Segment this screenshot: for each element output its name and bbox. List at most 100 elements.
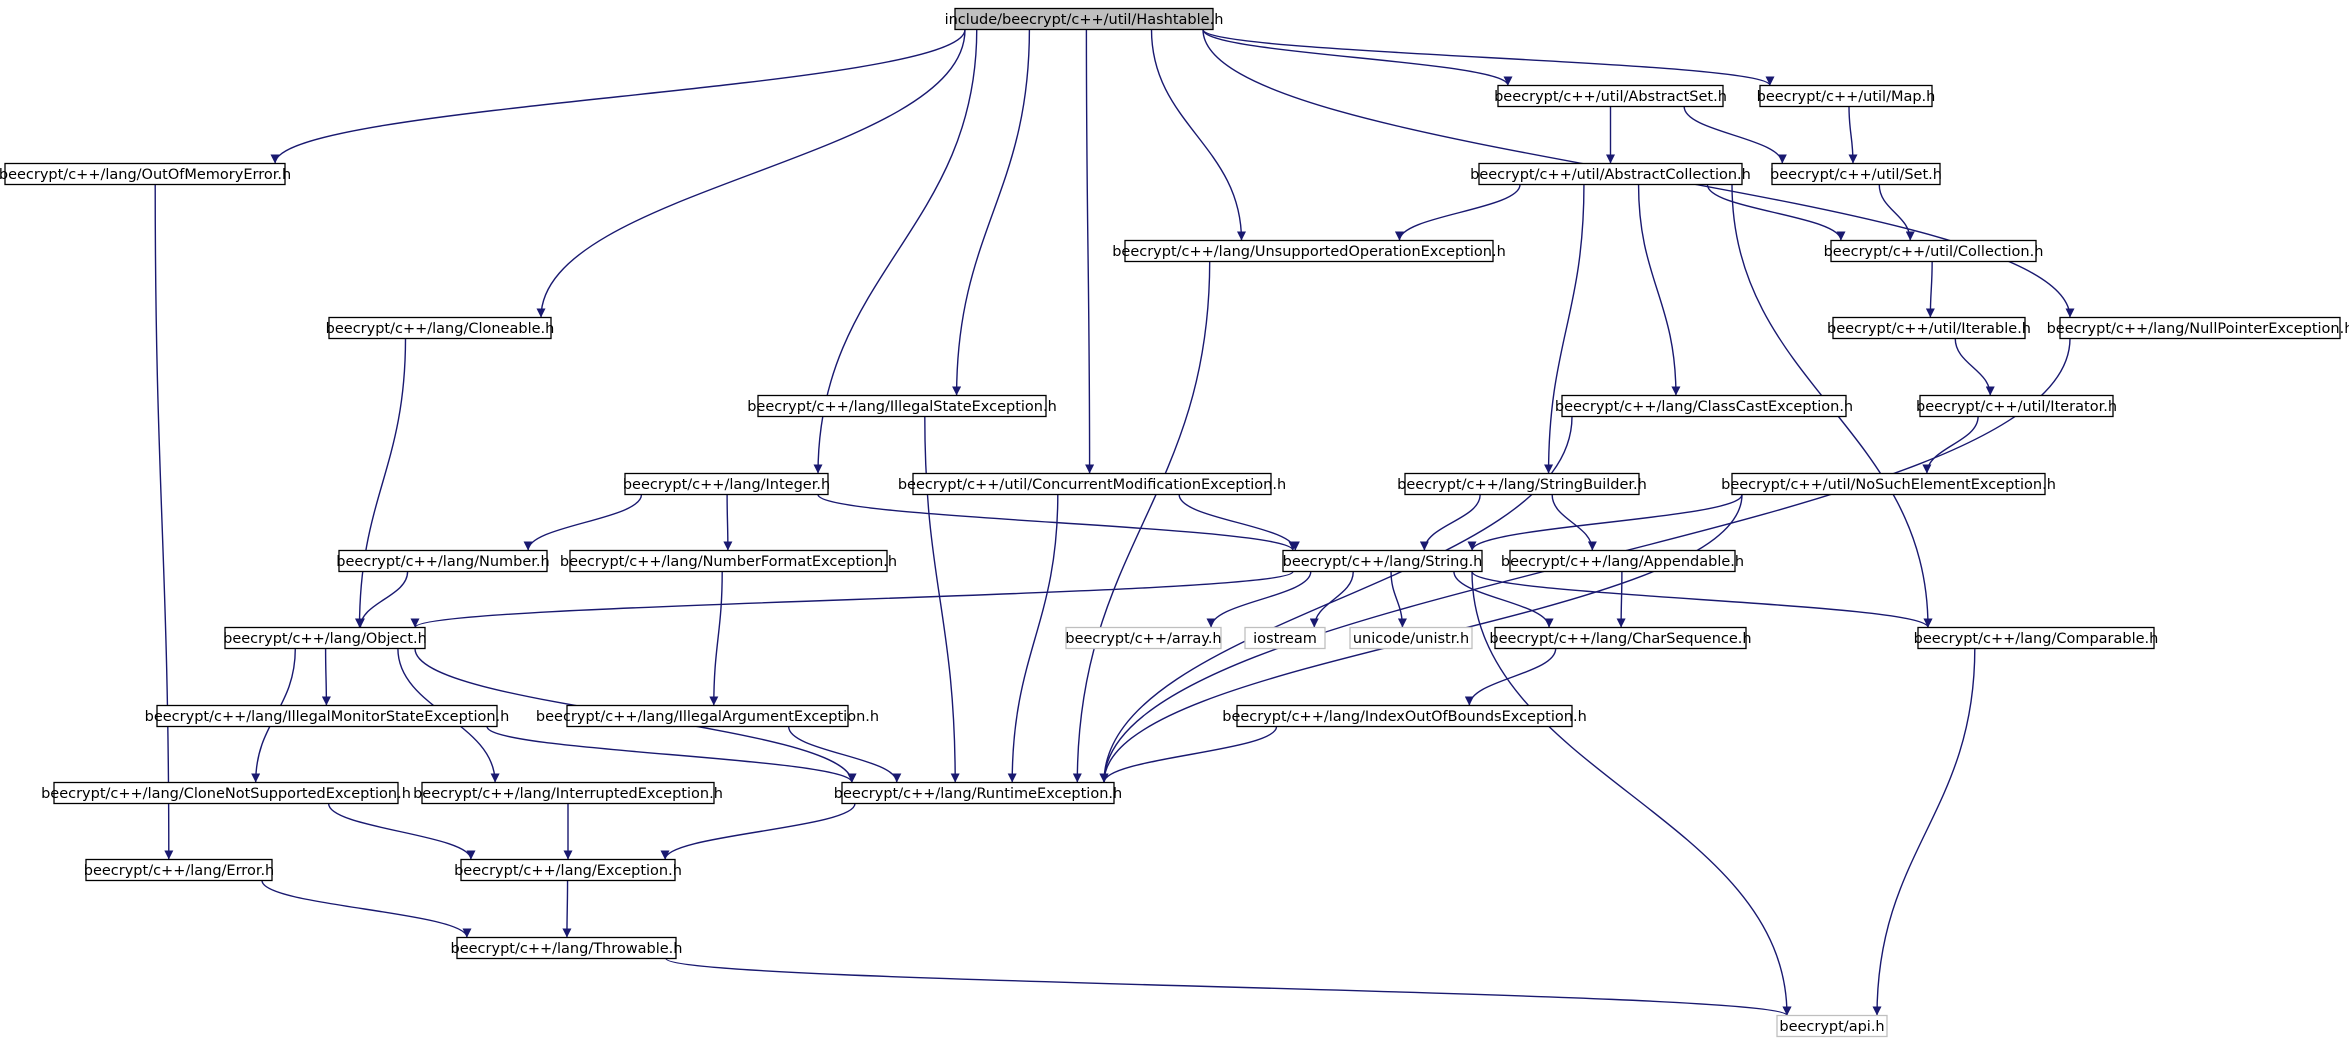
node-box	[1478, 162, 1743, 186]
node-box	[328, 316, 552, 340]
node-label: beecrypt/c++/lang/Object.h	[223, 631, 427, 647]
node-box	[1776, 1014, 1888, 1038]
edge-abstractcoll-to-collection	[1706, 184, 1846, 241]
node-label: beecrypt/c++/util/Collection.h	[1824, 244, 2044, 260]
node-box	[1494, 626, 1747, 650]
node-object[interactable]: beecrypt/c++/lang/Object.h	[223, 626, 427, 650]
edge-abstractcoll-to-classcast	[1637, 184, 1681, 396]
edge-collection-to-iterable	[1925, 261, 1935, 318]
node-iterator[interactable]: beecrypt/c++/util/Iterator.h	[1916, 394, 2117, 418]
edge-exception-to-throwable	[562, 880, 572, 938]
node-box	[1731, 472, 2046, 496]
node-label: iostream	[1253, 631, 1317, 647]
node-illegalarg[interactable]: beecrypt/c++/lang/IllegalArgumentExcepti…	[536, 704, 879, 728]
node-label: beecrypt/c++/lang/Error.h	[84, 863, 275, 879]
node-interrupted[interactable]: beecrypt/c++/lang/InterruptedException.h	[413, 781, 723, 805]
node-nullptr[interactable]: beecrypt/c++/lang/NullPointerException.h	[2047, 316, 2349, 340]
node-box	[1349, 626, 1473, 650]
edge-hashtable-to-oom	[270, 29, 966, 164]
node-stringbuilder[interactable]: beecrypt/c++/lang/StringBuilder.h	[1397, 472, 1647, 496]
node-box	[1919, 394, 2114, 418]
node-unsupported[interactable]: beecrypt/c++/lang/UnsupportedOperationEx…	[1112, 239, 1506, 263]
node-appendable[interactable]: beecrypt/c++/lang/Appendable.h	[1501, 549, 1744, 573]
node-set[interactable]: beecrypt/c++/util/Set.h	[1770, 162, 1942, 186]
node-abstractcoll[interactable]: beecrypt/c++/util/AbstractCollection.h	[1470, 162, 1751, 186]
node-label: beecrypt/c++/lang/OutOfMemoryError.h	[0, 167, 291, 183]
node-label: beecrypt/c++/lang/IllegalArgumentExcepti…	[536, 709, 879, 725]
node-illegalstate[interactable]: beecrypt/c++/lang/IllegalStateException.…	[747, 394, 1057, 418]
edge-cloneable-to-object	[355, 338, 407, 628]
edge-hashtable-to-unsupported	[1150, 29, 1246, 241]
edge-integer-to-string	[817, 493, 1298, 552]
edge-iterator-to-nosuch	[1922, 416, 1979, 474]
dependency-edges	[154, 28, 2075, 1017]
edge-illegalstate-to-runtime	[924, 416, 960, 783]
node-runtime[interactable]: beecrypt/c++/lang/RuntimeException.h	[834, 781, 1122, 805]
node-throwable[interactable]: beecrypt/c++/lang/Throwable.h	[451, 936, 683, 960]
node-label: include/beecrypt/c++/util/Hashtable.h	[945, 12, 1224, 28]
node-map[interactable]: beecrypt/c++/util/Map.h	[1757, 84, 1936, 108]
node-concurrent[interactable]: beecrypt/c++/util/ConcurrentModification…	[898, 472, 1286, 496]
node-box	[1404, 472, 1640, 496]
edge-unsupported-to-runtime	[1072, 261, 1211, 783]
node-box	[566, 704, 849, 728]
node-nosuch[interactable]: beecrypt/c++/util/NoSuchElementException…	[1721, 472, 2056, 496]
node-label: beecrypt/c++/lang/Cloneable.h	[326, 321, 555, 337]
node-clonenot[interactable]: beecrypt/c++/lang/CloneNotSupportedExcep…	[41, 781, 411, 805]
node-box	[460, 858, 676, 882]
edge-concurrent-to-runtime	[1007, 494, 1059, 783]
edge-string-to-array	[1206, 571, 1312, 628]
node-label: beecrypt/c++/lang/Appendable.h	[1501, 554, 1744, 570]
node-box	[156, 704, 498, 728]
node-box	[624, 472, 829, 496]
node-label: beecrypt/c++/lang/String.h	[1283, 554, 1483, 570]
edge-hashtable-to-map	[1202, 28, 1775, 87]
node-unistr: unicode/unistr.h	[1349, 626, 1473, 650]
node-charseq[interactable]: beecrypt/c++/lang/CharSequence.h	[1489, 626, 1752, 650]
node-comparable[interactable]: beecrypt/c++/lang/Comparable.h	[1914, 626, 2159, 650]
node-box	[1497, 84, 1724, 108]
node-cloneable[interactable]: beecrypt/c++/lang/Cloneable.h	[326, 316, 555, 340]
node-numberformat[interactable]: beecrypt/c++/lang/NumberFormatException.…	[560, 549, 897, 573]
node-box	[53, 781, 399, 805]
node-number[interactable]: beecrypt/c++/lang/Number.h	[336, 549, 550, 573]
node-label: beecrypt/c++/lang/NumberFormatException.…	[560, 554, 897, 570]
node-exception[interactable]: beecrypt/c++/lang/Exception.h	[454, 858, 682, 882]
edge-string-to-charseq	[1453, 571, 1554, 628]
node-label: beecrypt/c++/util/Set.h	[1770, 167, 1942, 183]
edge-integer-to-numberformat	[723, 494, 733, 551]
node-box	[569, 549, 888, 573]
edge-set-to-collection	[1878, 184, 1915, 241]
node-api: beecrypt/api.h	[1776, 1014, 1888, 1038]
node-label: beecrypt/c++/lang/Exception.h	[454, 863, 682, 879]
node-label: beecrypt/c++/array.h	[1065, 631, 1221, 647]
node-integer[interactable]: beecrypt/c++/lang/Integer.h	[623, 472, 830, 496]
node-box	[1509, 549, 1736, 573]
node-error[interactable]: beecrypt/c++/lang/Error.h	[84, 858, 275, 882]
node-box	[1236, 704, 1573, 728]
node-iterable[interactable]: beecrypt/c++/util/Iterable.h	[1827, 316, 2031, 340]
node-label: beecrypt/c++/lang/IllegalStateException.…	[747, 399, 1057, 415]
edge-clonenot-to-exception	[327, 803, 476, 860]
node-box	[1065, 626, 1222, 650]
edge-illegalarg-to-runtime	[787, 726, 902, 783]
edge-illegalmonitor-to-runtime	[486, 726, 857, 783]
node-box	[1830, 239, 2037, 263]
edge-string-to-unistr	[1390, 571, 1407, 628]
node-illegalmonitor[interactable]: beecrypt/c++/lang/IllegalMonitorStateExc…	[145, 704, 510, 728]
edge-appendable-to-charseq	[1616, 571, 1626, 628]
node-hashtable[interactable]: include/beecrypt/c++/util/Hashtable.h	[945, 7, 1224, 31]
node-label: beecrypt/c++/lang/UnsupportedOperationEx…	[1112, 244, 1506, 260]
node-box	[954, 7, 1214, 31]
edge-map-to-set	[1848, 106, 1858, 164]
node-oom[interactable]: beecrypt/c++/lang/OutOfMemoryError.h	[0, 162, 291, 186]
node-classcast[interactable]: beecrypt/c++/lang/ClassCastException.h	[1555, 394, 1853, 418]
node-iostream: iostream	[1244, 626, 1326, 650]
node-collection[interactable]: beecrypt/c++/util/Collection.h	[1824, 239, 2044, 263]
edge-stringbuilder-to-appendable	[1551, 494, 1597, 551]
node-label: beecrypt/c++/lang/StringBuilder.h	[1397, 477, 1647, 493]
node-abstractset[interactable]: beecrypt/c++/util/AbstractSet.h	[1494, 84, 1727, 108]
node-label: beecrypt/c++/util/NoSuchElementException…	[1721, 477, 2056, 493]
node-indexoob[interactable]: beecrypt/c++/lang/IndexOutOfBoundsExcept…	[1222, 704, 1587, 728]
node-string[interactable]: beecrypt/c++/lang/String.h	[1282, 549, 1483, 573]
